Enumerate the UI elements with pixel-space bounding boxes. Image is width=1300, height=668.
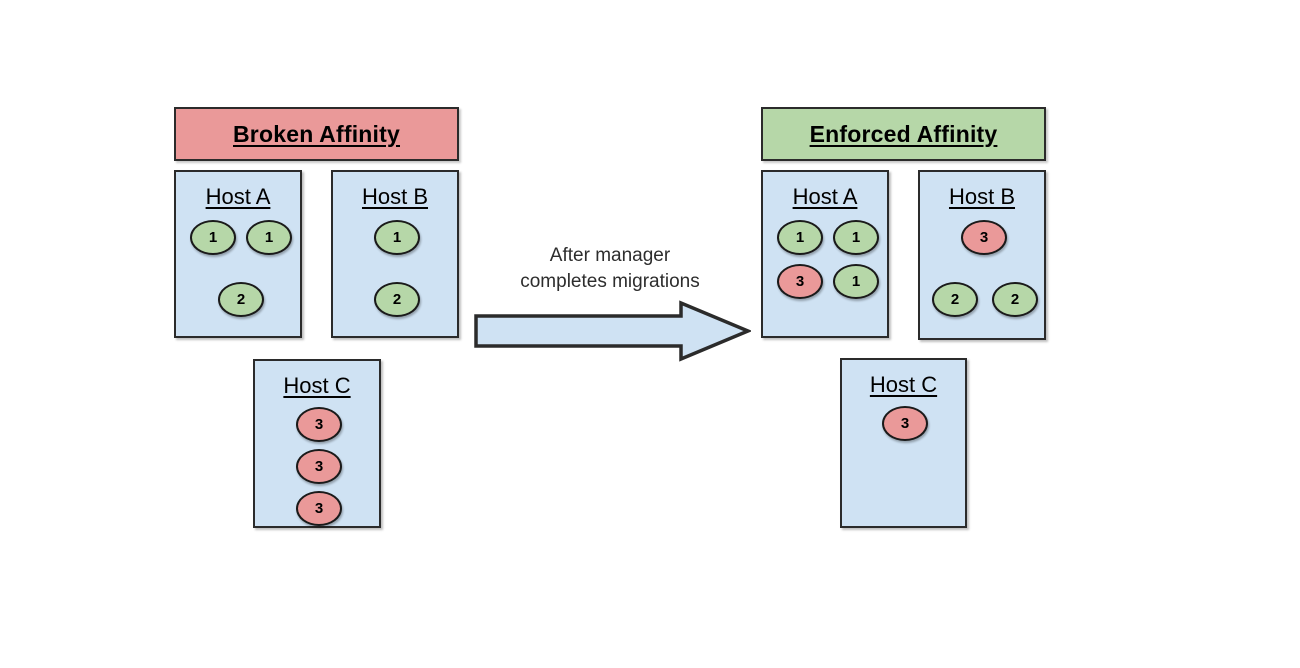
vm-right-a-2: 1 bbox=[833, 220, 879, 255]
panel-header-broken-affinity-label: Broken Affinity bbox=[233, 120, 400, 147]
vm-right-c-1: 3 bbox=[882, 406, 928, 441]
panel-header-enforced-affinity-label: Enforced Affinity bbox=[809, 120, 998, 147]
vm-right-b-2: 2 bbox=[932, 282, 978, 317]
host-box-left-b: Host B 1 2 bbox=[331, 170, 459, 338]
host-title-left-b: Host B bbox=[361, 184, 429, 209]
vm-right-a-3: 3 bbox=[777, 264, 823, 299]
host-box-right-c: Host C 3 bbox=[840, 358, 967, 528]
vm-right-a-4: 1 bbox=[833, 264, 879, 299]
host-title-right-c: Host C bbox=[869, 372, 938, 397]
host-box-right-b: Host B 3 2 2 bbox=[918, 170, 1046, 340]
vm-right-b-1: 3 bbox=[961, 220, 1007, 255]
vm-left-b-2: 2 bbox=[374, 282, 420, 317]
vm-left-c-2: 3 bbox=[296, 449, 342, 484]
vm-left-a-2: 1 bbox=[246, 220, 292, 255]
vm-left-a-1: 1 bbox=[190, 220, 236, 255]
host-title-right-a: Host A bbox=[792, 184, 858, 209]
host-box-left-a: Host A 1 1 2 bbox=[174, 170, 302, 338]
vm-left-c-1: 3 bbox=[296, 407, 342, 442]
transition-arrow-icon bbox=[474, 300, 751, 362]
transition-caption-line-2: completes migrations bbox=[520, 271, 700, 292]
vm-left-b-1: 1 bbox=[374, 220, 420, 255]
panel-header-broken-affinity: Broken Affinity bbox=[174, 107, 459, 161]
transition-caption-line-1: After manager bbox=[549, 245, 671, 266]
panel-header-enforced-affinity: Enforced Affinity bbox=[761, 107, 1046, 161]
vm-right-b-3: 2 bbox=[992, 282, 1038, 317]
host-title-left-c: Host C bbox=[283, 373, 351, 398]
vm-left-c-3: 3 bbox=[296, 491, 342, 526]
vm-right-a-1: 1 bbox=[777, 220, 823, 255]
host-title-right-b: Host B bbox=[948, 184, 1016, 209]
host-box-right-a: Host A 1 1 3 1 bbox=[761, 170, 889, 338]
transition-caption: After manager completes migrations bbox=[460, 243, 760, 295]
host-box-left-c: Host C 3 3 3 bbox=[253, 359, 381, 528]
host-title-left-a: Host A bbox=[205, 184, 271, 209]
vm-left-a-3: 2 bbox=[218, 282, 264, 317]
